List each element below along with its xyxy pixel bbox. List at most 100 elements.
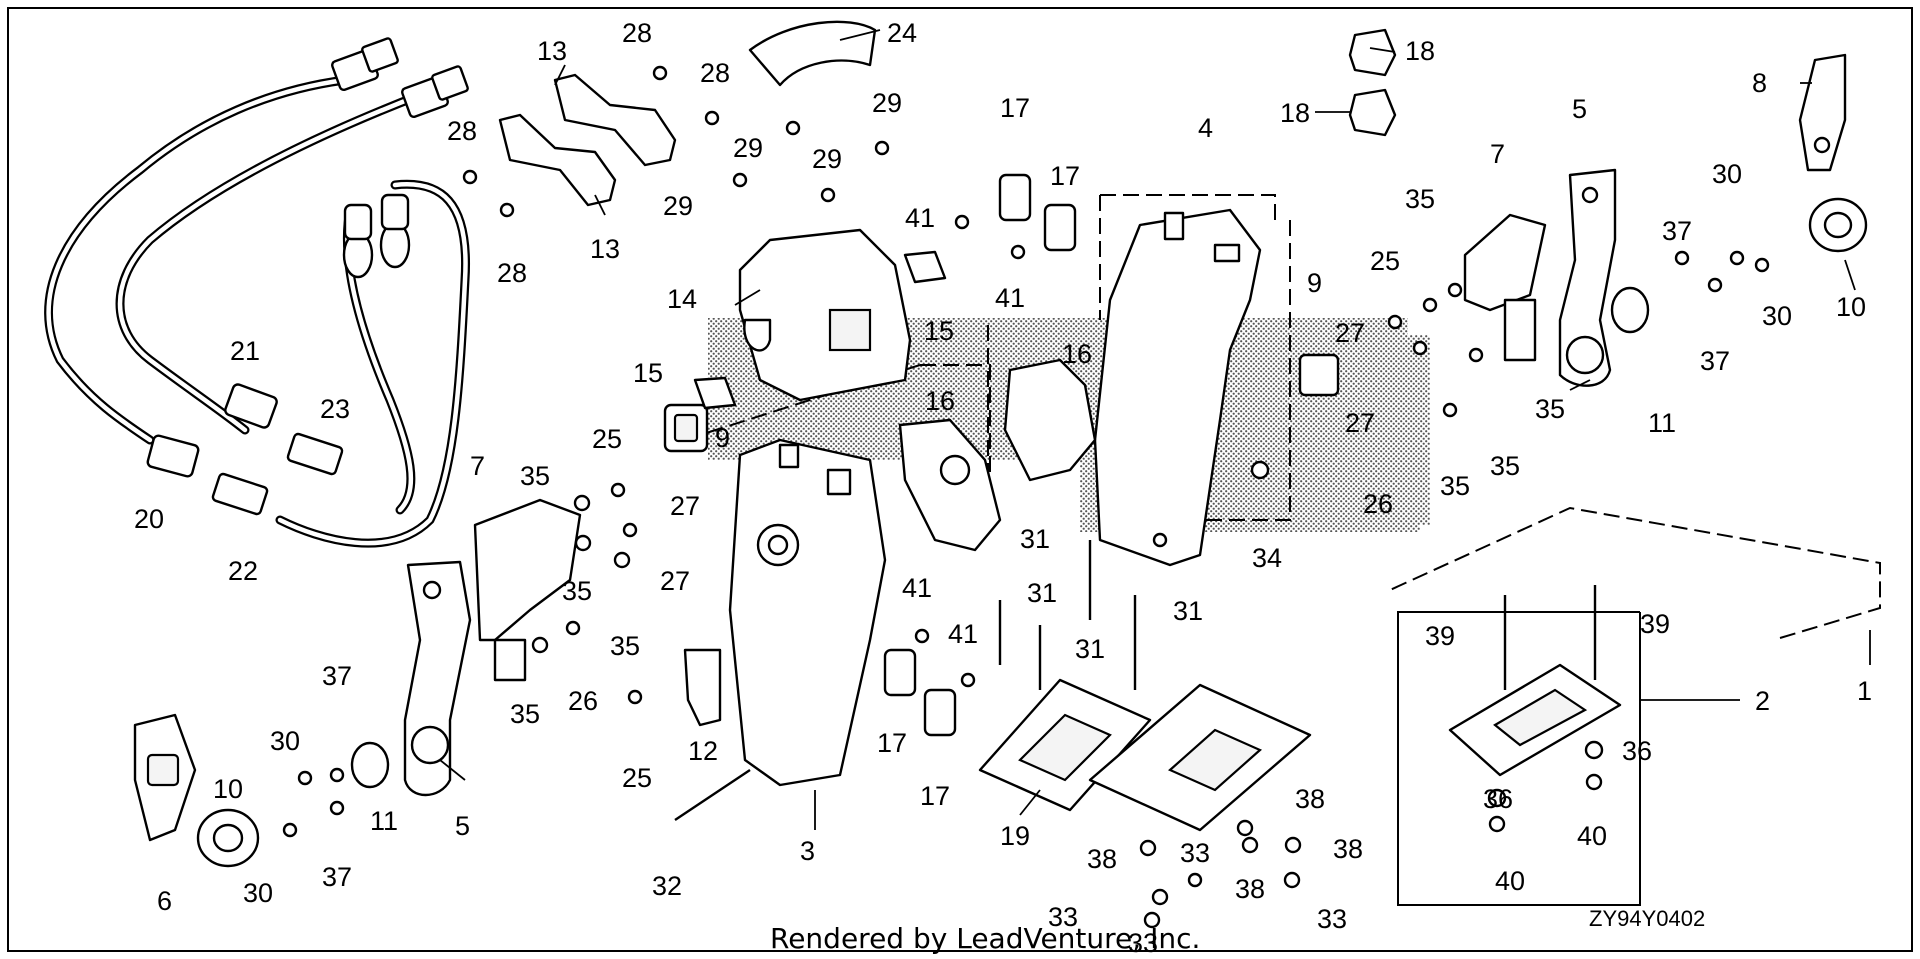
connector-22: [211, 472, 269, 516]
callout-25-a: 25: [592, 424, 622, 454]
callout-2: 2: [1755, 686, 1770, 716]
callout-39-b: 39: [1640, 609, 1670, 639]
callout-24: 24: [887, 18, 917, 48]
handle-6: [133, 713, 197, 842]
callout-9-right: 9: [1307, 268, 1322, 298]
callout-14: 14: [667, 284, 697, 314]
callout-7-right: 7: [1490, 139, 1505, 169]
callout-11-right: 11: [1648, 408, 1676, 438]
clip-15-right: [903, 250, 947, 284]
plate-12: [683, 648, 722, 727]
callout-40-a: 40: [1495, 866, 1525, 896]
callout-35-c: 35: [1490, 451, 1520, 481]
spacer-9-right: [1298, 353, 1340, 397]
callout-35-g: 35: [610, 631, 640, 661]
callout-28-b: 28: [700, 58, 730, 88]
cover-24: [748, 20, 877, 87]
fasteners: [282, 65, 1770, 929]
callout-30-a: 30: [270, 726, 300, 756]
bracket-17-b: [1043, 203, 1077, 252]
callout-41-b: 41: [995, 283, 1025, 313]
callout-17-b: 17: [1050, 161, 1080, 191]
grommet-10-left: [196, 808, 260, 868]
callout-33-c: 33: [1180, 838, 1210, 868]
plate-11-right: [1610, 286, 1650, 334]
gasket-19: [978, 678, 1152, 812]
callout-31-a: 31: [1020, 524, 1050, 554]
callout-35-e: 35: [520, 461, 550, 491]
callout-17-a: 17: [1000, 93, 1030, 123]
callout-5-right: 5: [1572, 94, 1587, 124]
callout-37-b: 37: [322, 862, 352, 892]
callout-25-b: 25: [622, 763, 652, 793]
bracket-17-a: [998, 173, 1032, 222]
callout-27-c: 27: [1335, 318, 1365, 348]
callout-21: 21: [230, 336, 260, 366]
callout-35-d: 35: [1440, 471, 1470, 501]
connector-plug-top-2: [401, 65, 469, 119]
callout-30-b: 30: [243, 878, 273, 908]
callout-41-a: 41: [905, 203, 935, 233]
callout-38-a: 38: [1295, 784, 1325, 814]
callout-28-a: 28: [622, 18, 652, 48]
callout-35-h: 35: [510, 699, 540, 729]
callout-6: 6: [157, 886, 172, 916]
housing-3: [728, 438, 887, 787]
callout-33-b: 33: [1128, 928, 1158, 958]
callout-34: 34: [1252, 543, 1282, 573]
diagram-border: [7, 7, 1913, 952]
grommet-10-right: [1808, 197, 1868, 253]
diagram-code: ZY94Y0402: [1589, 906, 1705, 931]
callout-1: 1: [1857, 676, 1872, 706]
credit-text: Rendered by LeadVenture, Inc.: [770, 922, 1200, 955]
plate-11-left: [350, 741, 390, 789]
callout-29-d: 29: [663, 191, 693, 221]
spacer-9-left: [663, 403, 709, 453]
callout-17-d: 17: [920, 781, 950, 811]
callout-16-right: 16: [1062, 339, 1092, 369]
callout-38-d: 38: [1235, 874, 1265, 904]
bracket-13-upper: [553, 73, 677, 167]
callout-22: 22: [228, 556, 258, 586]
callout-18-bottom: 18: [1280, 98, 1310, 128]
callout-17-c: 17: [877, 728, 907, 758]
callout-31-b: 31: [1027, 578, 1057, 608]
cover-14: [738, 228, 912, 402]
callout-8: 8: [1752, 68, 1767, 98]
callout-36-b: 36: [1622, 736, 1652, 766]
bracket-13-lower: [498, 113, 617, 207]
connector-20: [146, 434, 200, 478]
callout-7-left: 7: [470, 451, 485, 481]
callout-10-right: 10: [1836, 292, 1866, 322]
spacer-block: [1448, 663, 1622, 777]
callout-35-f: 35: [562, 576, 592, 606]
cap-18-top: [1348, 28, 1397, 77]
callout-38-c: 38: [1333, 834, 1363, 864]
assembly-bracket-2: [1397, 611, 1641, 906]
callout-19: 19: [1000, 821, 1030, 851]
callout-32: 32: [652, 871, 682, 901]
callout-numbers: 1 2 3 4 5 5 6 7 7 8 9 9 10 10 11 11 12 1…: [134, 18, 1872, 958]
callout-23: 23: [320, 394, 350, 424]
bracket-17-d: [923, 688, 957, 737]
callout-25-c: 25: [1370, 246, 1400, 276]
housing-4: [1093, 208, 1262, 567]
callout-15-left: 15: [633, 358, 663, 388]
gasket-16-left: [898, 418, 1002, 552]
callout-3: 3: [800, 836, 815, 866]
callout-29-c: 29: [812, 144, 842, 174]
callout-33-a: 33: [1048, 902, 1078, 932]
callout-26-left: 26: [568, 686, 598, 716]
long-bolts: [674, 540, 1597, 821]
callout-37-a: 37: [322, 661, 352, 691]
callout-29-b: 29: [733, 133, 763, 163]
callout-41-d: 41: [948, 619, 978, 649]
lever-arm-5-right: [1558, 168, 1617, 387]
block-7-left: [473, 498, 582, 682]
block-7-right: [1463, 213, 1547, 362]
callout-4: 4: [1198, 113, 1213, 143]
callout-13-top: 13: [537, 36, 567, 66]
base-plate: [1088, 683, 1312, 832]
clip-15-left: [693, 376, 737, 410]
